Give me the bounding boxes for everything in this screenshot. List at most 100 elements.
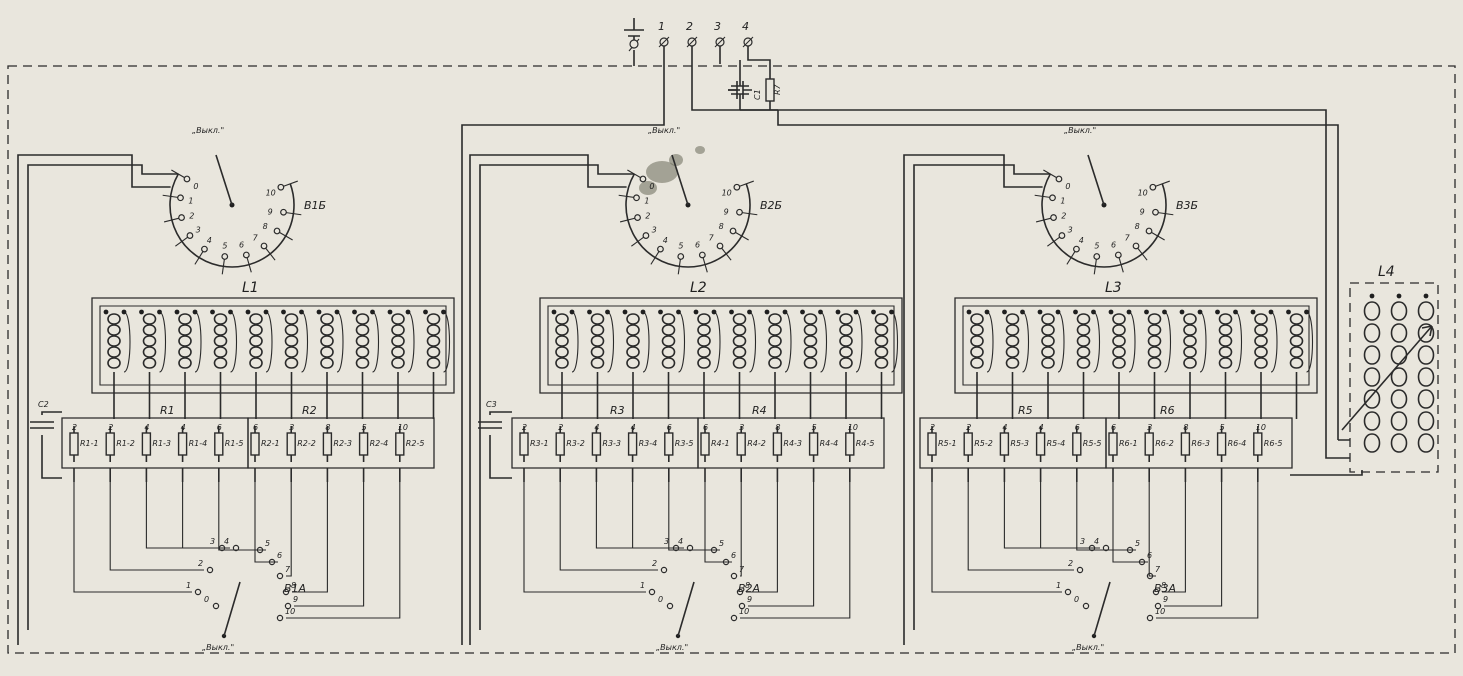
resistor-pin-label: 5: [362, 423, 367, 432]
switch-a-position-label: 8: [291, 581, 296, 590]
switch-a-position-label: 7: [739, 565, 745, 574]
switch-a-position-label: 1: [1056, 581, 1061, 590]
coil-dot: [984, 309, 990, 315]
l4-coil: [1363, 301, 1381, 453]
resistor-label: R2-2: [297, 439, 316, 448]
coil-dot: [1091, 309, 1096, 315]
resistor-pin-label: 2: [72, 423, 77, 432]
inductor-coil-back: [1057, 311, 1065, 373]
switch-a-position-label: 6: [277, 551, 282, 560]
switch-b-contact: [633, 194, 640, 202]
switch-b-position-label: 4: [1079, 236, 1084, 245]
wire-to-switch-a: [1003, 482, 1086, 549]
inductor-coil: [426, 313, 441, 369]
switch-a-contact: [1076, 566, 1084, 574]
inductor-frame-inner: [962, 305, 1310, 386]
inductor-coil-back: [606, 311, 614, 373]
coil-dot: [587, 309, 592, 315]
coil-dot: [121, 309, 127, 315]
wire-to-switch-a: [286, 482, 401, 619]
switch-a-contact: [666, 602, 674, 610]
switch-a-contact: [1152, 588, 1160, 596]
switch-b-contact: [716, 242, 724, 250]
coil-dot: [966, 309, 972, 315]
coil-dot: [729, 309, 734, 315]
resistor: [1216, 432, 1227, 456]
inductor-coil: [284, 313, 299, 369]
wire-to-switch-a: [740, 482, 742, 577]
switch-b-contact: [729, 227, 737, 235]
switch-a-position-label: 7: [1155, 565, 1161, 574]
switch-b-contact: [698, 251, 706, 259]
coil-dot: [387, 309, 393, 315]
switch-b-contact: [733, 183, 741, 191]
switch-a-position-label: 6: [731, 551, 736, 560]
wire-terminal-2: [691, 46, 778, 111]
wire-to-switch-a: [1076, 482, 1136, 551]
resistor: [845, 432, 855, 456]
resistor-pin-label: 6: [667, 423, 672, 432]
switch-b-position-label: 4: [663, 236, 668, 245]
resistor: [69, 432, 79, 456]
resistor-pin-label: 6: [703, 423, 708, 432]
coil-dot: [1002, 309, 1007, 315]
switch-b-contact: [642, 232, 650, 239]
resistor-pin-label: 6: [1075, 423, 1080, 432]
switch-a-contact: [730, 572, 738, 580]
inductor-coil: [1005, 313, 1020, 369]
resistor-label: R4-4: [820, 439, 839, 448]
capacitor-label: C2: [38, 400, 49, 409]
wire-to-switch-a: [1164, 482, 1223, 607]
resistor-group-label: R5: [1018, 404, 1033, 417]
terminal-stroke: [742, 36, 754, 48]
coil-dot: [1233, 309, 1238, 315]
switch-a-position-label: 0: [204, 595, 209, 604]
terminal-stroke: [658, 36, 670, 48]
resistor-label: R6-1: [1119, 439, 1138, 448]
coil-dot: [228, 309, 233, 315]
resistor-pin-label: 4: [594, 423, 599, 432]
inductor-coil-back: [748, 311, 756, 373]
resistor-pin-label: 4: [631, 423, 636, 432]
switch-a-position-label: 0: [658, 595, 663, 604]
resistor: [105, 432, 115, 456]
coil-dot: [1144, 309, 1149, 315]
switch-a-position-label: 5: [719, 539, 724, 548]
resistor-label: R6-4: [1228, 439, 1247, 448]
switch-a-contact: [212, 602, 220, 610]
coil-dot: [1108, 309, 1114, 315]
resistor: [1035, 432, 1046, 456]
switch-a-contact: [738, 602, 746, 610]
resistor-pin-label: 5: [1220, 423, 1225, 432]
switch-b-contact: [280, 208, 287, 216]
wire-to-switch-a: [967, 482, 1074, 571]
coil-dot: [210, 309, 215, 315]
switch-a-position-label: 8: [1161, 581, 1166, 590]
inductor-coil-back: [123, 311, 131, 373]
inductor-coil: [107, 313, 121, 369]
coil-dot: [352, 309, 357, 315]
switch-b-position-label: 10: [1138, 188, 1148, 197]
coil-dot: [676, 309, 681, 315]
switch-b-wiper: [1087, 154, 1105, 206]
switch-b-contact: [1145, 227, 1153, 235]
switch-b-label: В2Б: [760, 199, 782, 212]
wire-to-switch-a: [294, 482, 365, 607]
resistor-pin-label: 8: [1183, 423, 1188, 432]
coil-dot: [263, 309, 269, 315]
switch-b-contact: [260, 242, 268, 250]
inductor-coil-back: [407, 311, 415, 373]
coil-dot: [764, 309, 770, 315]
switch-b-contact: [736, 208, 743, 216]
wire-to-switch-a: [1148, 482, 1156, 577]
wire: [913, 164, 1051, 630]
inductor-coil: [970, 313, 984, 369]
switch-b-position-label: 2: [1061, 212, 1066, 221]
inductor-frame-inner: [547, 305, 895, 386]
switch-b-position-label: 1: [188, 196, 193, 205]
coil-dot: [1020, 309, 1025, 315]
switch-a-label: В2А: [738, 582, 760, 595]
wire-to-switch-a: [182, 482, 230, 549]
coil-dot: [800, 309, 805, 315]
